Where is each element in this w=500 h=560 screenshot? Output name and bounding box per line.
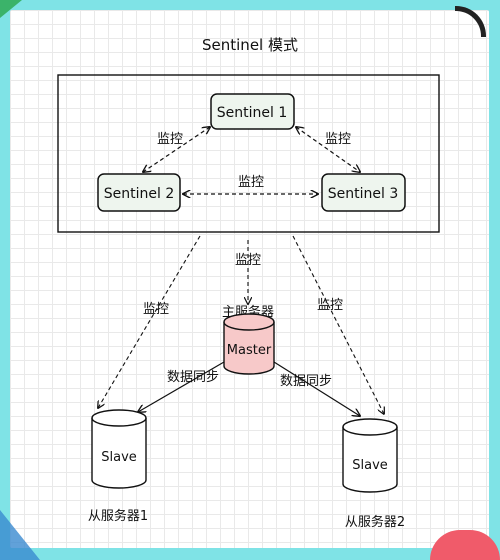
monitor-label-s2-s3: 监控 <box>238 175 264 190</box>
slave-2-cylinder: Slave <box>342 418 398 493</box>
sentinel-3-node: Sentinel 3 <box>321 173 406 212</box>
sync-slave2-arrow <box>273 361 360 416</box>
monitor-slave2-arrow <box>292 235 384 414</box>
monitor-slave1-arrow <box>98 235 201 408</box>
monitor-label-s1-s2: 监控 <box>157 132 183 147</box>
sentinel-1-label: Sentinel 1 <box>217 105 288 121</box>
monitor-label-s1-s3: 监控 <box>325 132 351 147</box>
corner-leaf-decoration <box>0 0 22 18</box>
slave-1-label: Slave <box>101 450 137 465</box>
sync-label-slave2: 数据同步 <box>280 374 332 389</box>
sentinel-2-label: Sentinel 2 <box>104 186 175 202</box>
corner-shell-decoration <box>0 510 40 560</box>
sync-label-slave1: 数据同步 <box>167 370 219 385</box>
slave-1-caption: 从服务器1 <box>88 508 148 524</box>
master-label: Master <box>227 343 272 358</box>
sentinel1-sentinel3-arrow <box>296 127 360 172</box>
monitor-label-slave1: 监控 <box>143 302 169 317</box>
sentinel-3-label: Sentinel 3 <box>328 186 399 202</box>
sentinel-group-box <box>57 74 440 233</box>
master-cylinder: Master <box>223 313 275 375</box>
sync-slave1-arrow <box>138 361 225 412</box>
monitor-label-slave2: 监控 <box>317 298 343 313</box>
sentinel-2-node: Sentinel 2 <box>97 173 181 212</box>
slave-1-cylinder: Slave <box>91 409 147 489</box>
sentinel-1-node: Sentinel 1 <box>210 93 295 130</box>
diagram-title: Sentinel 模式 <box>202 36 298 54</box>
slave-2-label: Slave <box>352 458 388 473</box>
slave-2-caption: 从服务器2 <box>345 514 405 530</box>
monitor-label-master: 监控 <box>235 253 261 268</box>
